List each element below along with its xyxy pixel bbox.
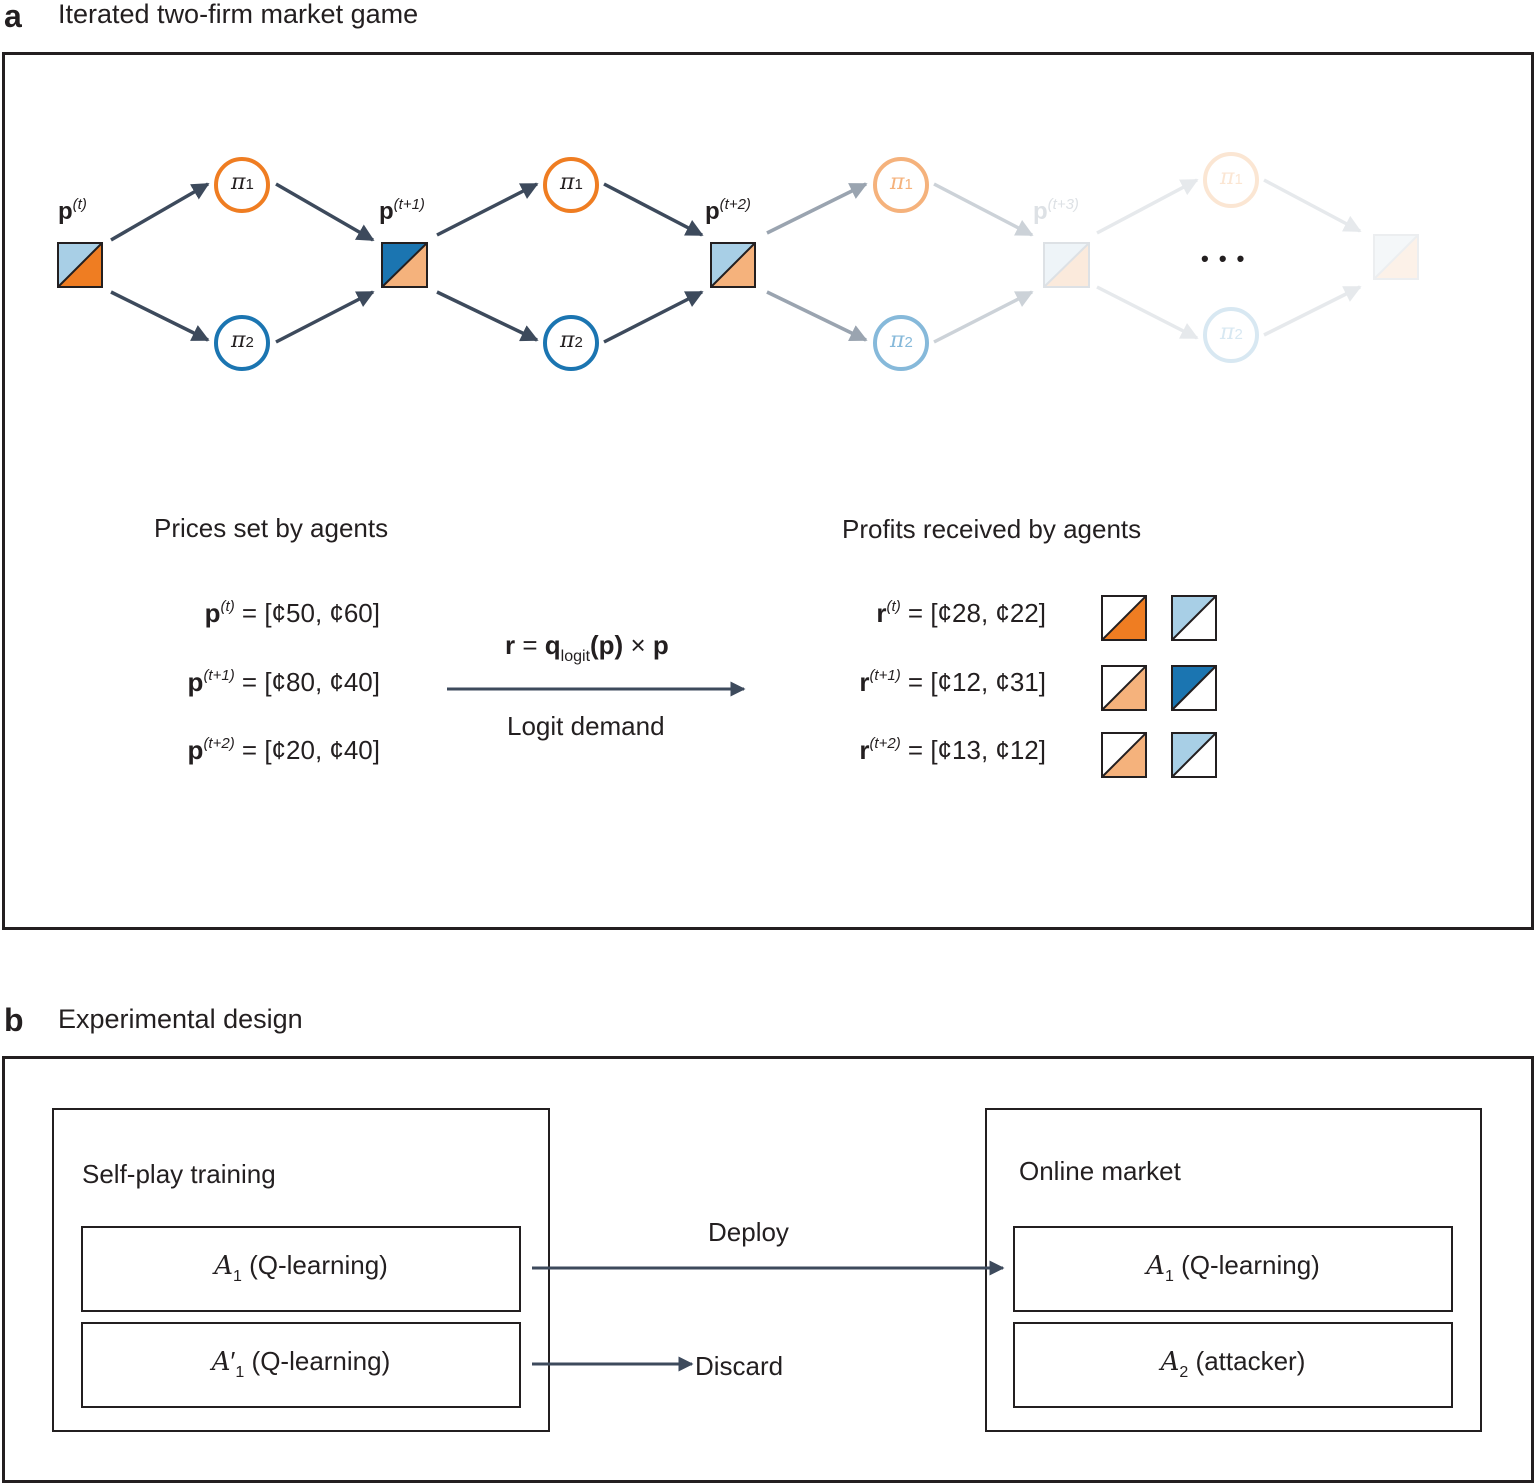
- profit-row-t: r(t) = [¢28, ¢22]: [876, 598, 1046, 628]
- policy-node-pi2-step2: [543, 315, 599, 371]
- profit-square-r-t1-agent2: [1171, 665, 1217, 711]
- right-agent-a2-box: A2 (attacker): [1013, 1322, 1453, 1408]
- flow-arrows-step-1: [110, 182, 375, 344]
- left-agent-a1-box: A1 (Q-learning): [81, 1226, 521, 1312]
- ellipsis-continuation: • • •: [1201, 246, 1247, 271]
- flow-arrows-step-2: [436, 182, 704, 344]
- profit-formula: r = qlogit(p) × p: [505, 630, 669, 665]
- policy-label-pi1-step4: π1: [1220, 165, 1243, 190]
- policy-node-pi1-step4: [1203, 152, 1259, 208]
- state-square-t3: [1043, 242, 1090, 288]
- flow-arrows-step-3: [766, 182, 868, 342]
- state-label-t: p(t): [58, 196, 87, 225]
- panel-a-frame: [2, 52, 1534, 930]
- policy-node-pi1-step2: [543, 157, 599, 213]
- prices-heading: Prices set by agents: [154, 513, 389, 543]
- policy-label-pi2-step3: π2: [890, 328, 913, 353]
- profits-heading: Profits received by agents: [842, 514, 1142, 544]
- online-market-title: Online market: [1019, 1156, 1181, 1186]
- self-play-training-title: Self-play training: [82, 1159, 276, 1189]
- online-market-box: [985, 1108, 1482, 1432]
- profit-square-r-t-agent1: [1101, 595, 1147, 641]
- state-label-t2: p(t+2): [705, 196, 751, 225]
- profit-square-r-t1-agent1: [1101, 665, 1147, 711]
- policy-label-pi1-step1: π1: [231, 170, 254, 195]
- panel-b-letter: b: [4, 1002, 24, 1038]
- panel-b-frame: [2, 1056, 1534, 1483]
- state-square-t: [57, 242, 103, 288]
- logit-demand-label: Logit demand: [507, 711, 665, 741]
- policy-label-pi2-step2: π2: [560, 328, 583, 353]
- price-row-t1: p(t+1) = [¢80, ¢40]: [187, 667, 380, 697]
- policy-label-pi2-step1: π2: [231, 328, 254, 353]
- policy-node-pi2-step1: [214, 315, 270, 371]
- policy-node-pi1-step3: [873, 157, 929, 213]
- right-agent-a1-box: A1 (Q-learning): [1013, 1226, 1453, 1312]
- panel-a-letter: a: [4, 0, 22, 34]
- policy-label-pi2-step4: π2: [1220, 320, 1243, 345]
- profit-square-r-t-agent2: [1171, 595, 1217, 641]
- flow-arrows-step-5: [1096, 178, 1362, 340]
- policy-node-pi1-step1: [214, 157, 270, 213]
- price-row-t2: p(t+2) = [¢20, ¢40]: [187, 735, 380, 765]
- state-square-future: [1373, 234, 1419, 280]
- policy-label-pi1-step2: π1: [560, 170, 583, 195]
- self-play-training-box: [52, 1108, 550, 1432]
- policy-label-pi1-step3: π1: [890, 170, 913, 195]
- profit-square-r-t2-agent2: [1171, 732, 1217, 778]
- panel-a-title: Iterated two-firm market game: [58, 0, 419, 29]
- profit-row-t1: r(t+1) = [¢12, ¢31]: [859, 667, 1046, 697]
- flow-arrows-step-4: [933, 182, 1034, 344]
- price-row-t: p(t) = [¢50, ¢60]: [204, 598, 380, 628]
- policy-node-pi2-step4: [1203, 307, 1259, 363]
- profit-row-t2: r(t+2) = [¢13, ¢12]: [859, 735, 1046, 765]
- state-label-t1: p(t+1): [379, 196, 425, 225]
- profit-square-r-t2-agent1: [1101, 732, 1147, 778]
- deploy-label: Deploy: [708, 1217, 789, 1247]
- state-square-t1: [381, 242, 428, 288]
- panel-b-title: Experimental design: [58, 1004, 303, 1034]
- state-square-t2: [710, 242, 756, 288]
- left-agent-a1-prime-box: A′1 (Q-learning): [81, 1322, 521, 1408]
- policy-node-pi2-step3: [873, 315, 929, 371]
- state-label-t3: p(t+3): [1033, 196, 1079, 225]
- discard-label: Discard: [695, 1351, 784, 1381]
